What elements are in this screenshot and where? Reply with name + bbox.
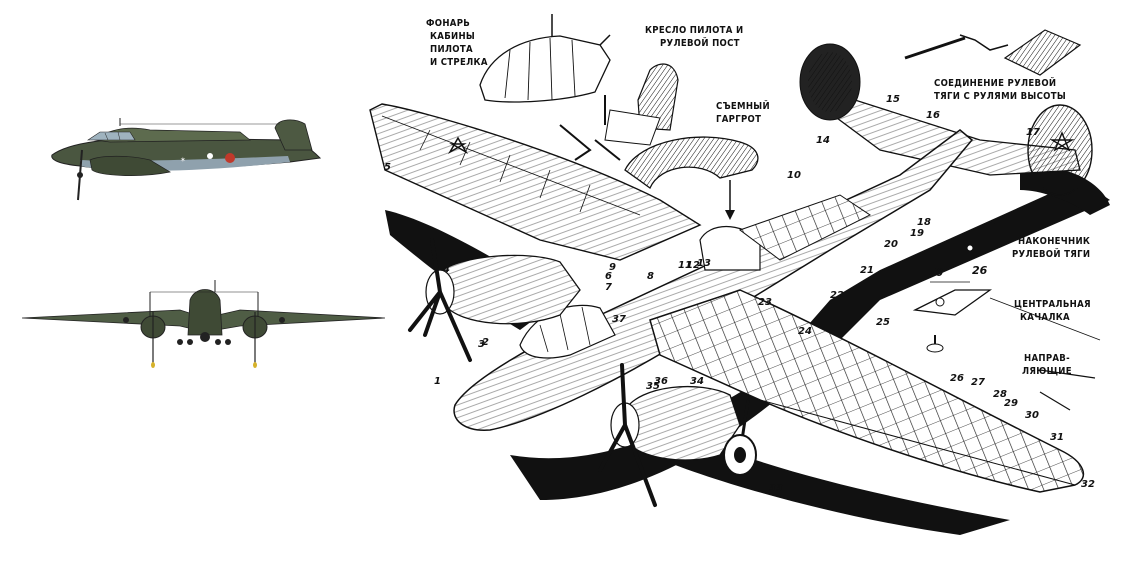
callout-28: 28	[993, 389, 1007, 400]
callout-37: 37	[612, 314, 626, 325]
right-engine	[598, 363, 741, 507]
callout-25: 25	[876, 317, 890, 328]
callout-3: 3	[478, 339, 485, 350]
callout-6: 6	[605, 271, 612, 282]
callout-32: 32	[1081, 479, 1095, 490]
callout-12: 12	[686, 260, 700, 271]
svg-text:ГАРГРОТ: ГАРГРОТ	[716, 114, 761, 125]
callout-34: 34	[690, 376, 704, 387]
callout-30: 30	[1025, 410, 1039, 421]
svg-text:КАЧАЛКА: КАЧАЛКА	[1020, 312, 1070, 323]
callout-29: 29	[1004, 398, 1018, 409]
callout-19: 19	[910, 228, 924, 239]
label-linkage: СОЕДИНЕНИЕ РУЛЕВОЙ ТЯГИ С РУЛЯМИ ВЫСОТЫ	[934, 77, 1066, 102]
callout-1: 1	[434, 376, 441, 387]
detail-rocker	[912, 281, 1101, 411]
label-fairing: СЪЕМНЫЙ ГАРГРОТ	[716, 100, 770, 125]
svg-text:И СТРЕЛКА: И СТРЕЛКА	[430, 57, 488, 68]
svg-text:ФОНАРЬ: ФОНАРЬ	[426, 18, 470, 29]
label-canopy: ФОНАРЬ КАБИНЫ ПИЛОТА И СТРЕЛКА	[426, 18, 488, 68]
detail-rod-tip	[966, 220, 1000, 252]
callout-11: 11	[678, 260, 692, 271]
callout-16: 16	[926, 110, 940, 121]
svg-text:КАБИНЫ: КАБИНЫ	[430, 31, 475, 42]
callout-18: 18	[917, 217, 931, 228]
left-engine	[408, 238, 581, 362]
svg-text:СОЕДИНЕНИЕ РУЛЕВОЙ: СОЕДИНЕНИЕ РУЛЕВОЙ	[934, 77, 1056, 89]
right-fin	[1027, 104, 1093, 196]
callout-15: 15	[886, 94, 900, 105]
main-landing-gear	[723, 399, 757, 476]
callout-13: 13	[697, 258, 711, 269]
svg-text:РУЛЕВОЙ ПОСТ: РУЛЕВОЙ ПОСТ	[660, 37, 740, 49]
svg-text:КРЕСЛО ПИЛОТА И: КРЕСЛО ПИЛОТА И	[645, 25, 743, 36]
callout-22: 22	[830, 290, 844, 301]
callout-35: 35	[646, 381, 660, 392]
detail-pilot-seat	[559, 63, 679, 161]
callout-33: 33	[769, 483, 783, 494]
callout-9: 9	[609, 262, 616, 273]
svg-text:ТЯГИ С РУЛЯМИ ВЫСОТЫ: ТЯГИ С РУЛЯМИ ВЫСОТЫ	[934, 91, 1066, 102]
callout-23: 23	[758, 297, 772, 308]
callout-4: 4	[442, 264, 450, 275]
detail-elevator-link	[904, 29, 1082, 76]
side-view-aircraft: ✶	[51, 118, 322, 201]
label-guides: НАПРАВ- ЛЯЮЩИЕ	[1022, 353, 1072, 377]
callout-36: 36	[654, 376, 668, 387]
callout-26: 26	[950, 373, 964, 384]
detail-canopy	[479, 14, 611, 103]
callout-7: 7	[605, 282, 612, 293]
svg-text:✶: ✶	[180, 156, 186, 164]
callout-17: 17	[1026, 127, 1040, 138]
svg-text:ЦЕНТРАЛЬНАЯ: ЦЕНТРАЛЬНАЯ	[1014, 299, 1091, 310]
detail-fairing	[624, 136, 759, 220]
callout-20: 20	[884, 239, 898, 250]
callout-8: 8	[647, 271, 654, 282]
label-seat: КРЕСЛО ПИЛОТА И РУЛЕВОЙ ПОСТ	[645, 25, 743, 49]
right-wing	[649, 289, 1085, 493]
dimension-b: 26	[972, 264, 988, 277]
label-rocker: ЦЕНТРАЛЬНАЯ КАЧАЛКА	[1014, 299, 1091, 323]
callout-2: 2	[482, 337, 489, 348]
svg-text:ПИЛОТА: ПИЛОТА	[430, 44, 473, 55]
callout-10: 10	[787, 170, 801, 181]
callout-5: 5	[384, 162, 391, 173]
svg-text:ЛЯЮЩИЕ: ЛЯЮЩИЕ	[1022, 366, 1072, 377]
svg-text:РУЛЕВОЙ ТЯГИ: РУЛЕВОЙ ТЯГИ	[1012, 248, 1090, 260]
svg-text:СЪЕМНЫЙ: СЪЕМНЫЙ	[716, 100, 770, 112]
svg-text:НАПРАВ-: НАПРАВ-	[1024, 353, 1070, 364]
svg-text:НАКОНЕЧНИК: НАКОНЕЧНИК	[1018, 236, 1090, 247]
front-view-aircraft	[21, 280, 386, 368]
callout-31: 31	[1050, 432, 1064, 443]
cutaway-aircraft	[369, 43, 1110, 535]
callout-27: 27	[971, 377, 985, 388]
callout-24: 24	[798, 326, 812, 337]
label-rod-tip: НАКОНЕЧНИК РУЛЕВОЙ ТЯГИ	[1012, 236, 1090, 260]
callout-21: 21	[860, 265, 874, 276]
callout-14: 14	[816, 135, 830, 146]
callout-numbers: 1234567891011121314151617181920212223242…	[384, 94, 1095, 494]
dimension-a: 70	[928, 266, 944, 279]
